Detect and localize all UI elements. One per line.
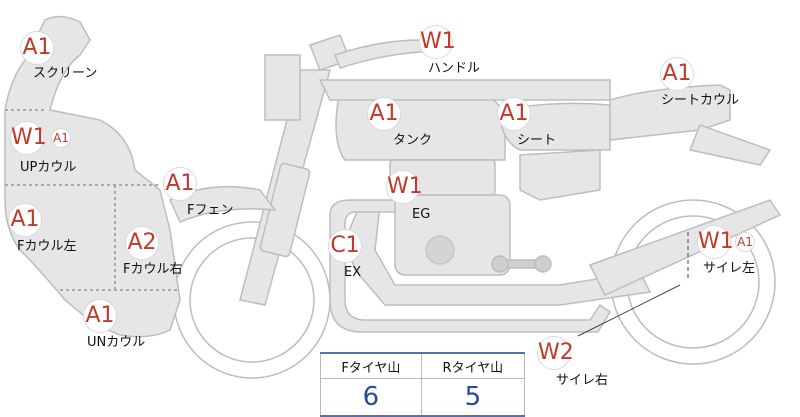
front-tire-header: Fタイヤ山 [320, 352, 422, 379]
label-handle: ハンドル [428, 61, 481, 76]
badge-exhaust: C1 [328, 229, 362, 263]
badge-un-cowl: A1 [83, 299, 117, 333]
tire-value-row: 6 5 [320, 378, 526, 417]
rear-tire-value: 5 [420, 378, 526, 417]
rear-fender [688, 124, 772, 166]
engine-case [394, 194, 511, 276]
silencer-right-leader [577, 284, 681, 337]
exhaust-pipe [329, 199, 612, 333]
rear-tire-header: Rタイヤ山 [420, 352, 526, 379]
label-silencer-left: サイレ左 [703, 261, 756, 276]
frame-spine [318, 79, 611, 101]
badge-handle: W1 [419, 25, 456, 59]
badge-up-cowl-w: W1 [10, 121, 47, 155]
badge-screen: A1 [20, 31, 54, 65]
cowl-shape [4, 15, 181, 338]
label-seat-cowl: シートカウル [661, 93, 740, 108]
badge-silencer-left-w: W1 [697, 225, 734, 259]
badge-silencer-left-a: A1 [735, 232, 755, 252]
front-fender-shape [169, 185, 277, 223]
side-panel [519, 149, 601, 201]
label-up-cowl: UPカウル [20, 160, 77, 175]
label-screen: スクリーン [33, 66, 98, 81]
badge-seat: A1 [497, 97, 531, 131]
label-un-cowl: UNカウル [87, 335, 146, 350]
badge-tank: A1 [367, 97, 401, 131]
silencer-shape [588, 199, 782, 296]
badge-up-cowl-a: A1 [51, 128, 71, 148]
tire-tread-table: Fタイヤ山 Rタイヤ山 6 5 [320, 352, 526, 417]
engine-cover [425, 235, 455, 265]
label-silencer-right: サイレ右 [556, 373, 609, 388]
badge-silencer-right: W2 [537, 336, 574, 370]
label-seat: シート [517, 133, 557, 148]
label-exhaust: EX [344, 265, 362, 280]
label-f-cowl-right: Fカウル右 [123, 262, 183, 277]
badge-engine: W1 [386, 170, 423, 204]
label-tank: タンク [393, 133, 433, 148]
badge-f-cowl-left: A1 [8, 203, 42, 237]
sprocket [491, 255, 509, 273]
label-f-fender: Fフェン [187, 203, 234, 218]
badge-f-cowl-right: A2 [125, 226, 159, 260]
label-f-cowl-left: Fカウル左 [17, 239, 77, 254]
label-engine: EG [412, 207, 431, 222]
upper-frame [264, 54, 301, 121]
tire-header-row: Fタイヤ山 Rタイヤ山 [320, 352, 526, 379]
sprocket-rear [534, 255, 552, 273]
badge-seat-cowl: A1 [660, 57, 694, 91]
front-tire-value: 6 [320, 378, 422, 417]
badge-f-fender: A1 [163, 167, 197, 201]
